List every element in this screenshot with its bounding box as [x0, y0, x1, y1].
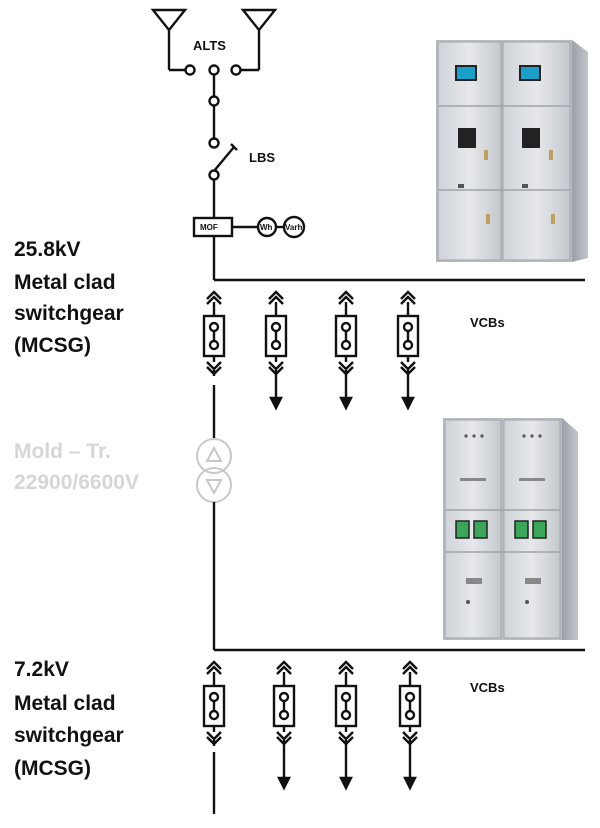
disconnect-chevron-icon [206, 361, 222, 371]
mcsg-7kv-label: 7.2kV Metal clad switchgear (MCSG) [14, 658, 124, 780]
mcsg-25kv-line1: 25.8kV [14, 238, 81, 261]
feeder-vcb-breaker [396, 290, 420, 411]
main-vcb-breaker [202, 660, 226, 746]
disconnect-chevron-icon [338, 295, 354, 305]
mcsg-25kv-label: 25.8kV Metal clad switchgear (MCSG) [14, 238, 124, 357]
vcbs-top-label: VCBs [470, 315, 505, 330]
vcb-contact [404, 709, 416, 721]
disconnect-chevron-icon [338, 290, 354, 300]
vcb-group-25kv [202, 290, 420, 411]
vcb-group-7kv [202, 660, 422, 791]
mcsg-7kv-line1: 7.2kV [14, 658, 69, 681]
disconnect-chevron-icon [276, 660, 292, 670]
disconnect-chevron-icon [402, 660, 418, 670]
vcb-contact [270, 339, 282, 351]
vcb-contact [208, 709, 220, 721]
incoming-line-left [150, 8, 188, 72]
disconnect-chevron-icon [206, 731, 222, 741]
transformer-line2: 22900/6600V [14, 471, 139, 494]
wh-meter-label: Wh [260, 223, 273, 232]
disconnect-chevron-icon [402, 731, 418, 741]
disconnect-chevron-icon [206, 660, 222, 670]
feeder-vcb-breaker [334, 290, 358, 411]
incoming-line-right [240, 8, 278, 72]
feeder-vcb-breaker [264, 290, 288, 411]
feeder-arrow-icon [403, 776, 417, 791]
disconnect-chevron-icon [400, 361, 416, 371]
feeder-vcb-breaker [272, 660, 296, 791]
main-vcb-breaker [202, 290, 226, 376]
vcb-contact [340, 321, 352, 333]
vcb-contact [340, 339, 352, 351]
mold-transformer-symbol [196, 438, 232, 503]
vcb-contact [340, 709, 352, 721]
disconnect-chevron-icon [276, 731, 292, 741]
lbs-switch [208, 137, 238, 218]
vcb-contact [208, 339, 220, 351]
vcb-contact [404, 691, 416, 703]
mcsg-25kv-line3: switchgear [14, 302, 124, 325]
vcb-contact [340, 691, 352, 703]
transformer-line1: Mold – Tr. [14, 440, 111, 463]
feeder-arrow-icon [339, 396, 353, 411]
varh-meter-label: Varh [285, 223, 302, 232]
disconnect-chevron-icon [400, 290, 416, 300]
feeder-vcb-breaker [398, 660, 422, 791]
feeder-arrow-icon [269, 396, 283, 411]
mcsg-25kv-line2: Metal clad [14, 271, 116, 294]
vcb-contact [208, 691, 220, 703]
mcsg-25kv-cabinet-image [436, 40, 588, 262]
feeder-vcb-breaker [334, 660, 358, 791]
mof-label: MOF [200, 223, 218, 232]
disconnect-chevron-icon [206, 295, 222, 305]
lbs-label: LBS [249, 150, 275, 165]
disconnect-chevron-icon [268, 290, 284, 300]
vcb-contact [208, 321, 220, 333]
mcsg-7kv-line3: switchgear [14, 724, 124, 747]
vcb-contact [270, 321, 282, 333]
vcb-contact [278, 691, 290, 703]
disconnect-chevron-icon [402, 665, 418, 675]
vcbs-bottom-label: VCBs [470, 680, 505, 695]
vcb-contact [402, 321, 414, 333]
disconnect-chevron-icon [268, 295, 284, 305]
mcsg-7kv-cabinet-image [443, 418, 578, 640]
disconnect-chevron-icon [268, 361, 284, 371]
vcb-contact [278, 709, 290, 721]
alts-switch [184, 64, 242, 139]
mcsg-7kv-line2: Metal clad [14, 692, 116, 715]
disconnect-chevron-icon [206, 665, 222, 675]
mof-block [192, 215, 306, 280]
feeder-arrow-icon [339, 776, 353, 791]
feeder-arrow-icon [401, 396, 415, 411]
vcb-contact [402, 339, 414, 351]
mcsg-7kv-line4: (MCSG) [14, 757, 91, 780]
disconnect-chevron-icon [400, 295, 416, 305]
disconnect-chevron-icon [206, 290, 222, 300]
alts-label: ALTS [193, 38, 226, 53]
disconnect-chevron-icon [276, 665, 292, 675]
disconnect-chevron-icon [338, 665, 354, 675]
disconnect-chevron-icon [338, 660, 354, 670]
feeder-arrow-icon [277, 776, 291, 791]
mcsg-25kv-line4: (MCSG) [14, 334, 91, 357]
disconnect-chevron-icon [338, 731, 354, 741]
disconnect-chevron-icon [338, 361, 354, 371]
